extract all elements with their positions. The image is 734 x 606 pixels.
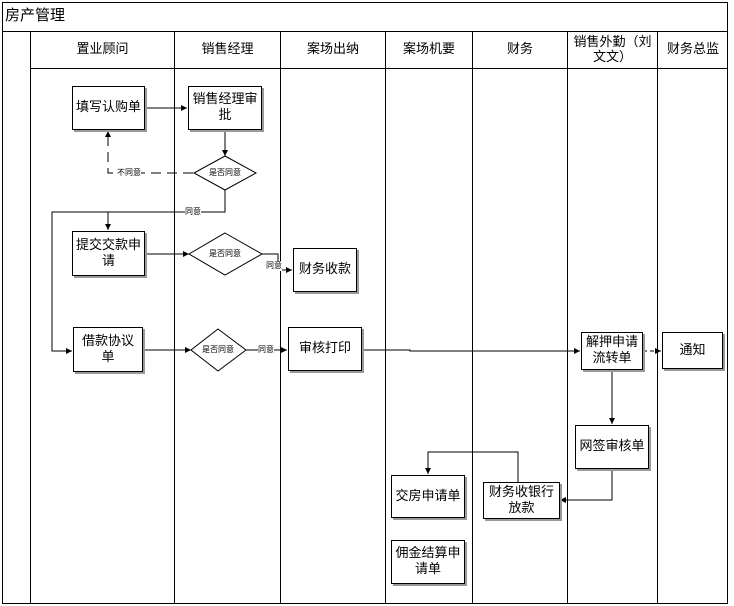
decision-3-label: 是否同意	[202, 345, 234, 354]
edge-agree-1	[51, 190, 226, 354]
node-subscribe-form: 填写认购单	[72, 86, 145, 130]
lane-title-field-sales: 销售外勤（刘文文）	[573, 34, 652, 65]
node-manager-approval: 销售经理审批	[188, 86, 262, 130]
lane-divider	[280, 31, 281, 604]
lane-header-divider	[30, 68, 728, 69]
decision-diamond-1	[192, 155, 258, 191]
node-notify: 通知	[662, 332, 723, 369]
lane-divider	[385, 31, 386, 604]
edge-label-agree-3: 同意	[258, 345, 274, 355]
lane-title-sales-consultant: 置业顾问	[76, 42, 129, 57]
decision-2-label: 是否同意	[209, 249, 241, 258]
lane-divider	[567, 31, 568, 604]
diagram-title: 房产管理	[5, 6, 66, 24]
lane-title-site-cashier: 案场出纳	[306, 42, 359, 57]
decision-1-label: 是否同意	[209, 168, 241, 177]
edge-label-agree-2: 同意	[266, 261, 282, 271]
lane-title-finance: 财务	[506, 42, 533, 57]
decision-diamond-2	[188, 232, 264, 276]
node-bank-loan-receipt: 财务收银行放款	[483, 482, 560, 519]
node-online-sign-review: 网签审核单	[575, 425, 649, 469]
node-handover-request: 交房申请单	[391, 475, 465, 518]
lane-divider	[657, 31, 658, 604]
node-submit-payment-request: 提交交款申请	[72, 231, 145, 276]
lane-title-sales-manager: 销售经理	[201, 42, 254, 57]
edge-disagree	[105, 131, 193, 174]
lane-title-site-secretary: 案场机要	[402, 42, 455, 57]
node-commission-request: 佣金结算申请单	[391, 540, 465, 584]
edge-review-to-release	[362, 348, 580, 354]
lane-divider	[30, 31, 31, 604]
decision-diamond-3	[190, 328, 247, 372]
node-release-mortgage: 解押申请流转单	[581, 332, 643, 370]
edge-bank-to-handover	[425, 451, 519, 483]
lane-divider	[174, 31, 175, 604]
node-loan-agreement: 借款协议单	[73, 327, 143, 372]
edge-online-sign-to-bank	[560, 469, 613, 503]
node-review-print: 审核打印	[288, 327, 362, 371]
lane-divider	[472, 31, 473, 604]
edge-label-agree-1: 同意	[185, 207, 201, 217]
title-divider	[2, 31, 728, 32]
lane-title-cfo: 财务总监	[666, 42, 719, 57]
edge-label-disagree: 不同意	[117, 168, 141, 178]
node-finance-receipt: 财务收款	[293, 248, 357, 292]
